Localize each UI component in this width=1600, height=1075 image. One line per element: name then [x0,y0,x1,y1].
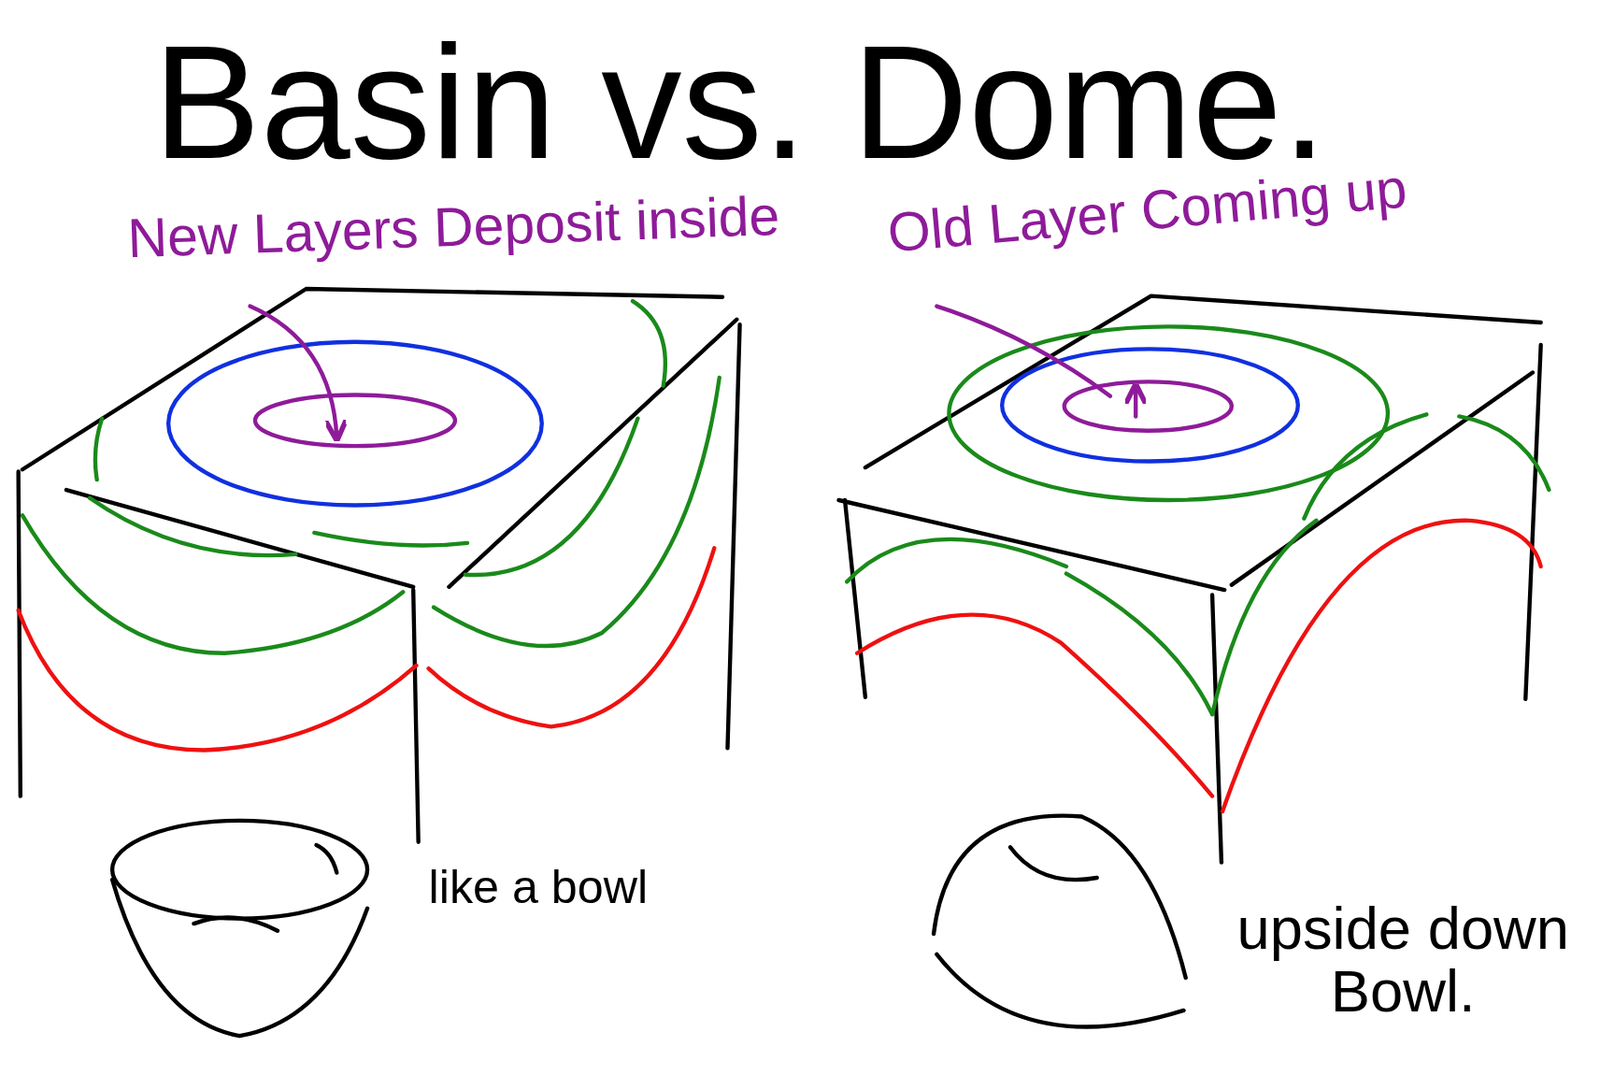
layer-outcrop [1458,415,1549,490]
block-edge [22,288,723,470]
block-edge [1212,595,1222,863]
bowl-inner [315,844,337,872]
layer-outcrop [95,418,102,481]
leader-arrow [1133,387,1138,417]
layer-section [428,547,715,727]
dome-block [838,296,1549,863]
basin-block [18,288,741,843]
youngest-layer [255,395,456,447]
layer-outcrop [314,532,468,546]
layer-outcrop [632,300,666,386]
note: upside down Bowl. [1214,898,1592,1023]
layer-section [89,498,297,556]
annotation: New Layers Deposit inside [126,185,781,267]
block-edge [838,500,1225,590]
block-edge [844,500,866,698]
dome-body [933,815,1186,978]
bowl-body [112,879,368,1036]
dome-sketch [933,815,1186,1028]
dome-inner [1010,846,1098,880]
layer-section [846,539,1067,582]
block-edge [18,471,21,796]
layer-section [433,377,720,646]
leader-line [936,306,1111,397]
block-edge [1231,372,1533,586]
layer-section [22,514,403,653]
bowl-sketch [112,820,368,1036]
block-edge [448,319,737,587]
bowl-rim [112,820,368,919]
oldest-layer [1064,381,1232,430]
block-edge [413,589,418,843]
block-edge [1525,344,1541,700]
bowl-inner [193,916,278,930]
note: like a bowl [428,862,649,913]
layer-section [18,610,417,751]
layer-section [857,614,1213,797]
layer-section [1222,520,1542,812]
layer-section [465,418,639,575]
layer-outcrop [1303,414,1427,518]
layer-section [1066,520,1317,715]
dome-base [936,954,1184,1028]
layer-outcrop [1001,348,1299,461]
leader-arrow [250,306,338,438]
layer-outcrop [948,326,1387,500]
title: Basin vs. Dome. [153,18,1328,188]
layer-outcrop [168,342,543,506]
block-edge [727,324,740,748]
